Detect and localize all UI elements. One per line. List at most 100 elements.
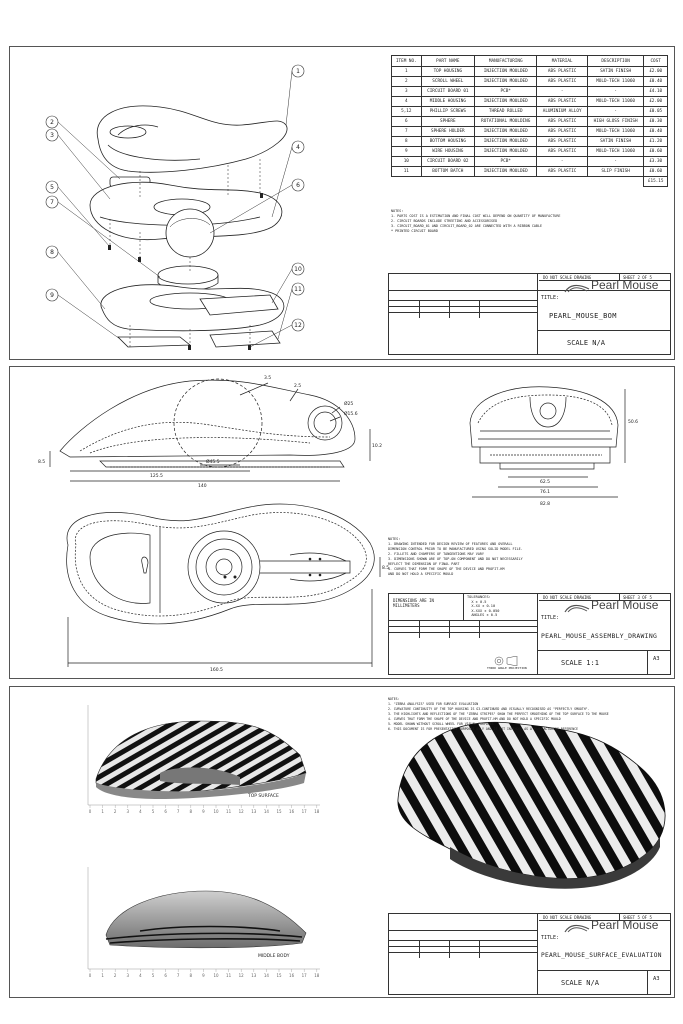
bom-cell: 6 bbox=[391, 116, 422, 127]
bom-header-cell: ITEM NO. bbox=[391, 55, 422, 67]
bom-cell: SPHERE bbox=[420, 116, 476, 127]
bom-cell: THREAD ROLLED bbox=[474, 106, 538, 117]
bom-cell: £0.60 bbox=[643, 166, 668, 177]
bom-cell: 7 bbox=[391, 126, 422, 137]
ruler-tick-label: 7 bbox=[177, 809, 180, 814]
callout-balloon bbox=[45, 288, 59, 302]
bom-cell: PCB* bbox=[474, 156, 538, 167]
bom-cell: ROTATIONAL MOULDING bbox=[474, 116, 538, 127]
sheet-number: SHEET 2 OF 5 bbox=[623, 275, 652, 280]
drawing-title: PEARL_MOUSE_SURFACE_EVALUATION bbox=[541, 952, 662, 959]
bom-cell: £0.30 bbox=[643, 116, 668, 127]
drawing-scale: SCALE N/A bbox=[567, 339, 605, 347]
dim-50-6: 50.6 bbox=[628, 419, 638, 425]
ruler-tick-label: 1 bbox=[101, 973, 104, 978]
pearl-logo-icon bbox=[564, 924, 590, 933]
callout-balloon bbox=[45, 180, 59, 194]
callout-balloon bbox=[45, 115, 59, 129]
bom-cell: MOLD-TECH 11060 bbox=[586, 96, 645, 107]
title-label: TITLE: bbox=[541, 935, 560, 941]
bom-cell: INJECTION MOULDED bbox=[474, 66, 538, 77]
ruler-tick-label: 14 bbox=[264, 973, 270, 978]
callout-balloon bbox=[291, 64, 305, 78]
ruler-tick-label: 4 bbox=[139, 809, 142, 814]
bom-cell: BOTTOM BATCH bbox=[420, 166, 476, 177]
bom-cell: £1.20 bbox=[643, 136, 668, 147]
ruler-tick-label: 6 bbox=[164, 973, 167, 978]
bom-cell: SCROLL WHEEL bbox=[420, 76, 476, 87]
dim-3-5: 3.5 bbox=[264, 375, 271, 381]
ruler-tick-label: 0 bbox=[89, 973, 92, 978]
bom-cell: ABS PLASTIC bbox=[536, 116, 588, 127]
callout-number: 11 bbox=[294, 286, 302, 293]
projection-label: THIRD ANGLE PROJECTION bbox=[487, 666, 527, 670]
callout-number: 5 bbox=[50, 184, 54, 191]
bom-cell: 4 bbox=[391, 96, 422, 107]
dim-8-5: 8.5 bbox=[38, 459, 45, 465]
no-scale-label: DO NOT SCALE DRAWING bbox=[543, 915, 592, 920]
bom-cell: 1 bbox=[391, 66, 422, 77]
pearl-logo-icon bbox=[564, 284, 590, 293]
callout-balloon bbox=[45, 128, 59, 142]
ruler-tick-label: 0 bbox=[89, 809, 92, 814]
callout-balloon bbox=[45, 195, 59, 209]
ruler-tick-label: 7 bbox=[177, 973, 180, 978]
bom-cell: 5,12 bbox=[391, 106, 422, 117]
bom-cell: ABS PLASTIC bbox=[536, 136, 588, 147]
drawing-title: PEARL_MOUSE_ASSEMBLY_DRAWING bbox=[541, 632, 658, 640]
ruler-tick-label: 18 bbox=[314, 973, 320, 978]
dim-d25: Ø25 bbox=[344, 400, 353, 407]
bom-cell: SPHERE HOLDER bbox=[420, 126, 476, 137]
ruler-tick-label: 2 bbox=[114, 809, 117, 814]
callout-balloon bbox=[291, 318, 305, 332]
no-scale-label: DO NOT SCALE DRAWING bbox=[543, 275, 592, 280]
ruler-tick-label: 16 bbox=[289, 973, 295, 978]
ruler-tick-label: 1 bbox=[101, 809, 104, 814]
bom-cell: £0.05 bbox=[643, 106, 668, 117]
bom-cell: £2.00 bbox=[643, 96, 668, 107]
ruler-tick-label: 9 bbox=[202, 809, 205, 814]
dim-10-2: 10.2 bbox=[372, 443, 382, 449]
bom-cell: ALUMINIUM ALLOY bbox=[536, 106, 588, 117]
top-surface-caption: TOP SURFACE bbox=[247, 793, 279, 799]
title-label: TITLE: bbox=[541, 615, 560, 621]
drawing-title: PEARL_MOUSE_BOM bbox=[549, 312, 617, 320]
ruler-tick-label: 13 bbox=[251, 809, 257, 814]
ruler-tick-label: 13 bbox=[251, 973, 257, 978]
tolerance-block: TOLERANCES: X ± 0.5 X.XX ± 0.10 X.XXX ± … bbox=[467, 595, 500, 617]
pearl-logo-icon bbox=[564, 604, 590, 613]
bom-cell: INJECTION MOULDED bbox=[474, 76, 538, 87]
bom-cell: £0.40 bbox=[643, 76, 668, 87]
bom-cell: TOP HOUSING bbox=[420, 66, 476, 77]
bom-empty-cell bbox=[587, 177, 643, 187]
bom-cell: 8 bbox=[391, 136, 422, 147]
brand-name: Pearl Mouse bbox=[591, 598, 659, 612]
ruler-tick-label: 9 bbox=[202, 973, 205, 978]
callout-balloon bbox=[45, 245, 59, 259]
assembly-sheet: 3.5 2.5 Ø25 Ø15.6 8.5 10.2 Ø45.5 125.5 1… bbox=[9, 366, 675, 679]
title-block-sheet2: DIMENSIONS ARE IN MILLIMETERS TOLERANCES… bbox=[388, 593, 671, 675]
callout-balloon bbox=[291, 140, 305, 154]
ruler-tick-label: 14 bbox=[264, 809, 270, 814]
callout-number: 1 bbox=[296, 68, 300, 75]
bom-header-cell: DESCRIPTION bbox=[586, 55, 645, 67]
ruler-tick-label: 3 bbox=[127, 973, 130, 978]
ruler-tick-label: 3 bbox=[127, 809, 130, 814]
brand-name: Pearl Mouse bbox=[591, 918, 659, 932]
drawing-scale: SCALE N/A bbox=[561, 979, 599, 987]
bom-cell: 2 bbox=[391, 76, 422, 87]
callout-number: 12 bbox=[294, 322, 302, 329]
bom-cell: SLIP FINISH bbox=[586, 166, 645, 177]
bom-cell: 11 bbox=[391, 166, 422, 177]
bom-cell: PHILLIP SCREWS bbox=[420, 106, 476, 117]
ruler-tick-label: 11 bbox=[226, 973, 232, 978]
callout-number: 3 bbox=[50, 132, 54, 139]
bom-cell: MOLD-TECH 11060 bbox=[586, 146, 645, 157]
